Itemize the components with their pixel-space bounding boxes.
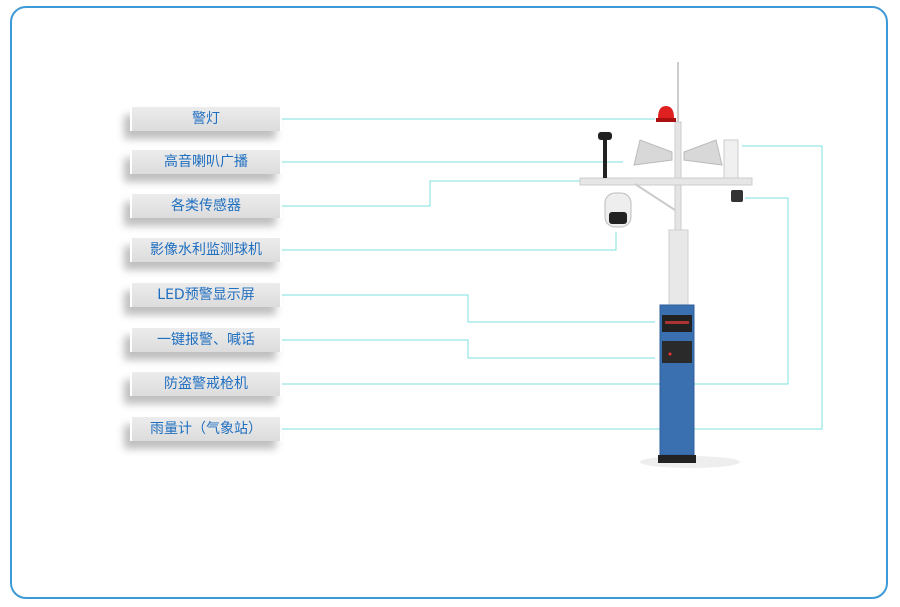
- crossbar: [579, 177, 753, 186]
- label-alarm-light: 警灯: [130, 107, 282, 131]
- label-alarm-button: 一键报警、喊话: [130, 328, 282, 352]
- label-dome-camera: 影像水利监测球机: [130, 238, 282, 262]
- label-bullet-camera: 防盗警戒枪机: [130, 372, 282, 396]
- leader-line-rain-gauge: [280, 145, 823, 430]
- leader-line-dome-camera: [280, 232, 617, 251]
- bullet-camera-icon: [731, 190, 743, 202]
- label-led-display: LED预警显示屏: [130, 283, 282, 307]
- rain-gauge-icon: [723, 139, 739, 179]
- alarm-button-panel-icon: [662, 341, 692, 363]
- speaker-right-icon: [683, 139, 723, 166]
- speaker-left-icon: [633, 139, 673, 166]
- leader-line-led-display: [280, 294, 655, 323]
- pole-mast: [668, 229, 689, 307]
- leader-line-sensors: [280, 180, 580, 207]
- frame-border: [10, 6, 888, 599]
- label-speaker-broadcast: 高音喇叭广播: [130, 150, 282, 174]
- sensor-antenna-icon: [603, 140, 607, 178]
- cabinet-base: [658, 455, 696, 463]
- label-sensors: 各类传感器: [130, 194, 282, 218]
- antenna: [677, 62, 679, 122]
- label-rain-gauge: 雨量计（气象站）: [130, 417, 282, 441]
- alarm-light-icon: [658, 106, 674, 118]
- leader-line-bullet-camera: [280, 197, 789, 385]
- leader-line-alarm-button: [280, 339, 655, 359]
- leader-lines: [280, 118, 823, 430]
